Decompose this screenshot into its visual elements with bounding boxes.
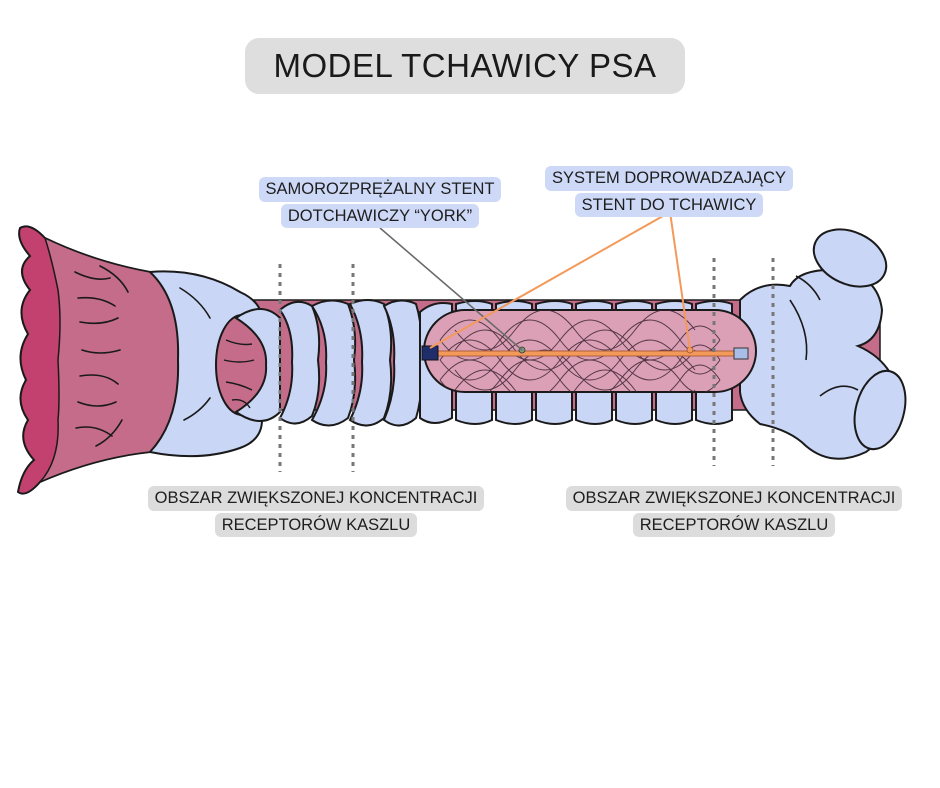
- receptor-right-line1: OBSZAR ZWIĘKSZONEJ KONCENTRACJI: [565, 486, 903, 511]
- receptor-markers: [278, 258, 775, 472]
- stent-leader-line: [379, 227, 523, 351]
- stent-label-line2: DOTCHAWICZY “YORK”: [280, 203, 480, 228]
- stent-capsule: [421, 309, 757, 393]
- diagram-title: MODEL TCHAWICY PSA: [245, 38, 685, 94]
- stent-label: SAMOROZPRĘŻALNY STENT DOTCHAWICZY “YORK”: [254, 177, 506, 228]
- bronchi: [739, 228, 907, 460]
- delivery-shaft: [433, 350, 745, 357]
- delivery-leader-lines: [429, 211, 691, 351]
- delivery-label-line1: SYSTEM DOPROWADZAJĄCY: [544, 166, 794, 191]
- stent-mesh: [439, 310, 721, 392]
- delivery-tip-left: [421, 345, 439, 361]
- receptor-region-label-left: OBSZAR ZWIĘKSZONEJ KONCENTRACJI RECEPTOR…: [138, 486, 494, 537]
- receptor-left-line1: OBSZAR ZWIĘKSZONEJ KONCENTRACJI: [147, 486, 485, 511]
- receptor-left-line2: RECEPTORÓW KASZLU: [214, 512, 418, 537]
- larynx-folds: [74, 265, 129, 447]
- receptor-region-label-right: OBSZAR ZWIĘKSZONEJ KONCENTRACJI RECEPTOR…: [556, 486, 912, 537]
- delivery-label-line2: STENT DO TCHAWICY: [574, 192, 764, 217]
- delivery-tip-right: [733, 347, 749, 360]
- tracheal-ring: [215, 308, 281, 422]
- receptor-right-line2: RECEPTORÓW KASZLU: [632, 512, 836, 537]
- delivery-system-label: SYSTEM DOPROWADZAJĄCY STENT DO TCHAWICY: [538, 166, 800, 217]
- stent-label-line1: SAMOROZPRĘŻALNY STENT: [258, 177, 502, 202]
